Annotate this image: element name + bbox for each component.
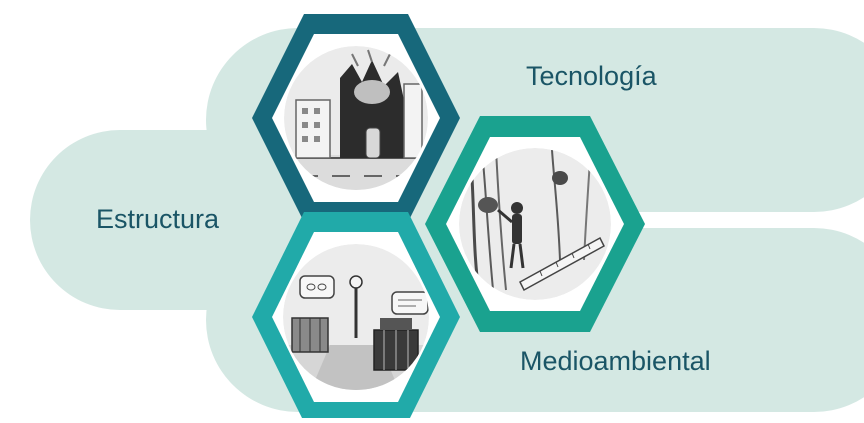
image-medioambiental xyxy=(459,148,611,300)
label-tecnologia: Tecnología xyxy=(526,61,657,91)
hex-estructura xyxy=(252,212,460,422)
label-estructura: Estructura xyxy=(96,204,220,234)
hex-tecnologia xyxy=(252,14,460,222)
label-medioambiental: Medioambiental xyxy=(520,346,711,376)
hex-medioambiental xyxy=(425,116,645,332)
